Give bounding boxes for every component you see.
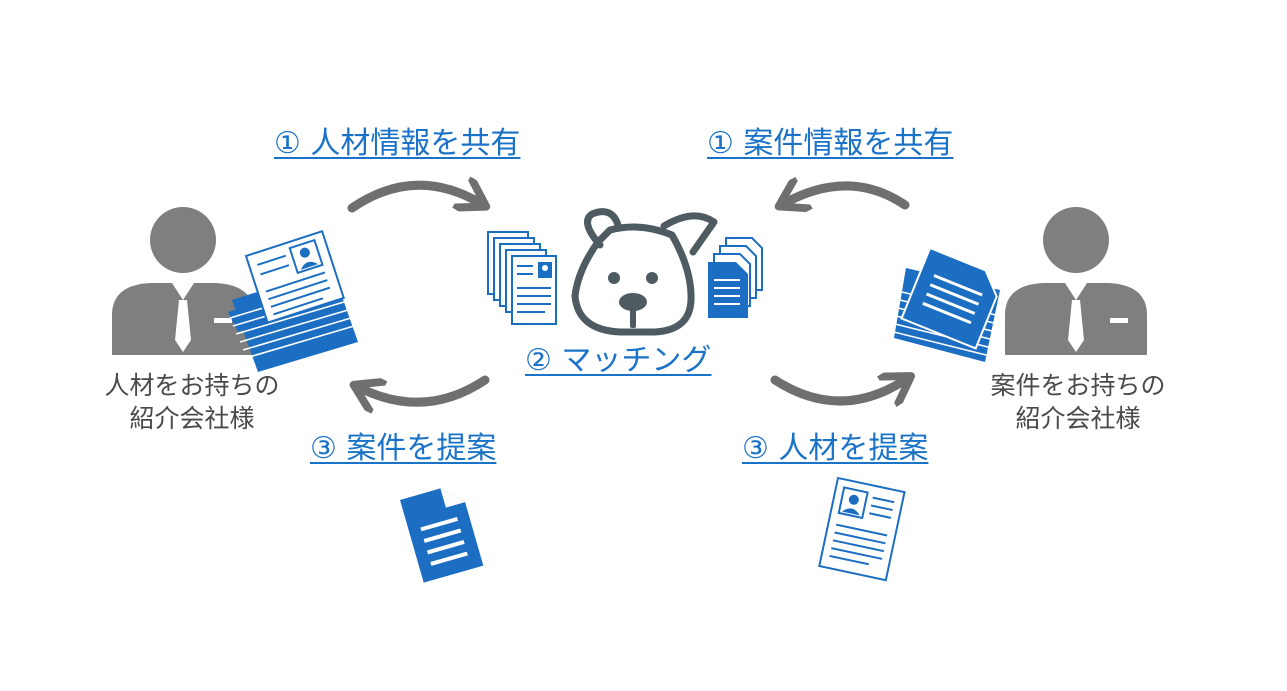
document-stack-right (893, 246, 1001, 362)
left-agent-caption-line2: 紹介会社様 (129, 404, 255, 433)
propose-project-link[interactable]: ③ 案件を提案 (310, 431, 497, 466)
arrow-right-to-center (785, 186, 910, 205)
person-icon-left (112, 207, 254, 355)
dog-face (608, 272, 658, 328)
resume-stack-left (228, 230, 358, 372)
resume-detail-center (517, 262, 552, 313)
arrow-center-to-left (360, 375, 490, 402)
document-pile-center (708, 237, 763, 318)
share-project-info-link[interactable]: ① 案件情報を共有 (707, 126, 954, 161)
person-icon-right (1005, 207, 1147, 355)
resume-icon-bottom (818, 476, 906, 582)
propose-talent-link[interactable]: ③ 人材を提案 (742, 431, 929, 466)
right-agent-caption: 案件をお持ちの 紹介会社様 (958, 369, 1198, 435)
share-talent-info-link[interactable]: ① 人材情報を共有 (274, 126, 521, 161)
left-agent-caption: 人材をお持ちの 紹介会社様 (72, 369, 312, 435)
dog-mascot-icon (571, 208, 718, 336)
right-agent-caption-line2: 紹介会社様 (1015, 404, 1141, 433)
right-agent-caption-line1: 案件をお持ちの (990, 371, 1166, 400)
document-icon-bottom (400, 488, 484, 583)
arrow-center-to-right (770, 380, 905, 401)
arrow-left-to-center (347, 185, 480, 213)
matching-link[interactable]: ② マッチング (525, 343, 712, 378)
left-agent-caption-line1: 人材をお持ちの (104, 371, 280, 400)
